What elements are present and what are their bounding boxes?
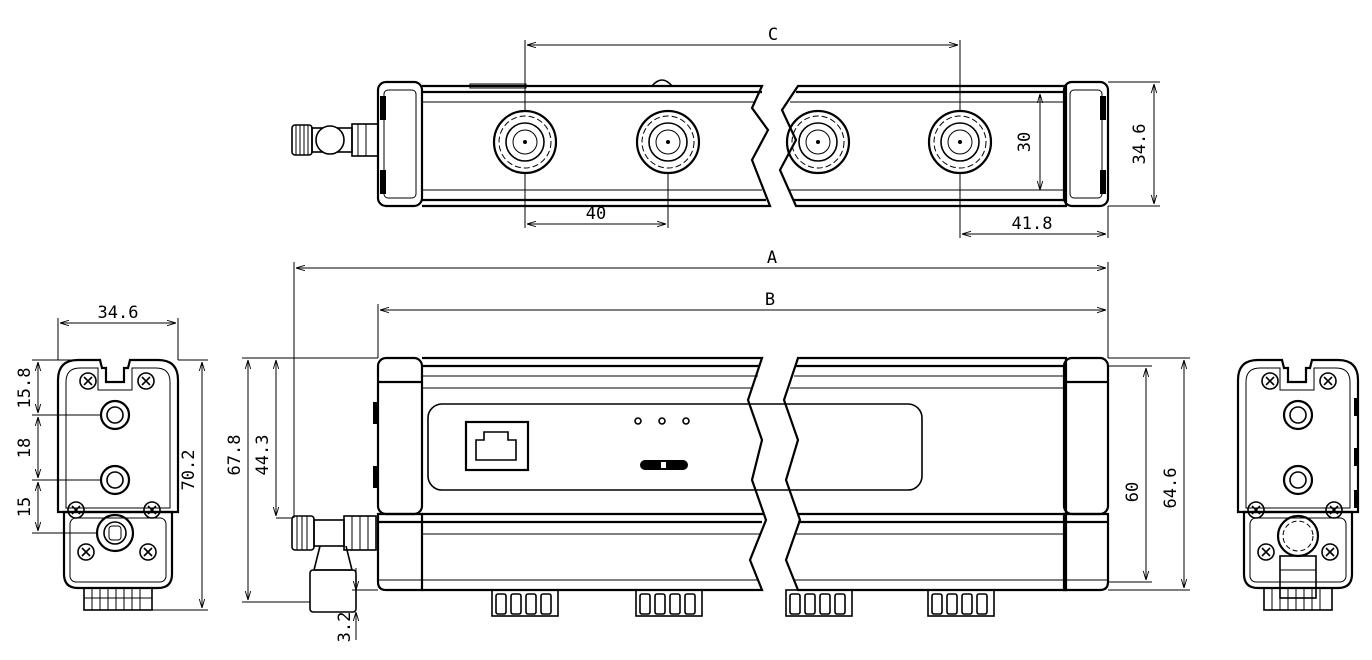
- screw: [1325, 501, 1343, 519]
- screw: [1321, 543, 1339, 561]
- dim-front-port: 44.3: [253, 360, 292, 519]
- dim-offset-label: 3.2: [335, 612, 355, 643]
- bottom-connector: [635, 589, 703, 617]
- dim-side-height: 70.2: [152, 359, 208, 611]
- dim-end-offset-label: 41.8: [1012, 214, 1053, 234]
- screw: [139, 543, 157, 561]
- connector-knob-2: [635, 109, 701, 175]
- screw: [1319, 372, 1337, 390]
- dim-front-port-label: 44.3: [253, 435, 273, 476]
- dim-side-height-label: 70.2: [179, 450, 199, 491]
- left-side-view: [56, 358, 180, 611]
- led: [682, 417, 690, 425]
- dim-front-total: 67.8: [225, 357, 378, 603]
- led: [658, 417, 666, 425]
- bottom-connector: [785, 589, 853, 617]
- connector-knob-1: [492, 109, 558, 175]
- dim-height-top-label: 30: [1015, 132, 1035, 152]
- front-view: [291, 356, 1110, 617]
- dim-height-top: 30: [1015, 94, 1040, 190]
- dim-b-label: B: [765, 290, 775, 310]
- dim-front-body-label: 60: [1123, 482, 1143, 502]
- dim-v3-label: 15: [15, 497, 35, 517]
- dim-v1-label: 15.8: [15, 368, 35, 409]
- dim-front-total-label: 67.8: [225, 435, 245, 476]
- dim-offset: 3.2: [335, 568, 378, 642]
- bottom-connector: [491, 589, 559, 617]
- bottom-connector: [927, 589, 995, 617]
- screw: [137, 372, 155, 390]
- dim-side-width-label: 34.6: [98, 303, 139, 323]
- dim-c: C: [524, 25, 961, 112]
- dim-v2-label: 18: [15, 438, 35, 458]
- connector-knob-3: [785, 109, 851, 175]
- screw: [1257, 543, 1275, 561]
- cable-connector-top: [291, 123, 379, 157]
- connector-knob-4: [927, 109, 993, 175]
- dim-c-label: C: [768, 25, 778, 45]
- screw: [1247, 501, 1265, 519]
- top-view: [291, 79, 1110, 208]
- screw: [1261, 372, 1279, 390]
- cable-connector-front: [291, 515, 377, 613]
- dim-pitch: 40: [524, 172, 669, 228]
- dim-width-top: 34.6: [1108, 81, 1160, 207]
- right-side-view: [1236, 358, 1360, 611]
- dim-front-height: 64.6: [1108, 357, 1190, 591]
- dim-b: B: [377, 290, 1109, 358]
- screw: [67, 501, 85, 519]
- screw: [77, 543, 95, 561]
- dim-end-offset: 41.8: [959, 172, 1109, 238]
- rj45-port: [464, 420, 530, 472]
- screw: [143, 501, 161, 519]
- display-panel: [427, 403, 923, 491]
- dim-pitch-label: 40: [586, 204, 606, 224]
- screw: [79, 372, 97, 390]
- dim-width-top-label: 34.6: [1130, 124, 1150, 165]
- dim-side-width: 34.6: [57, 303, 179, 360]
- dim-front-body: 60: [1108, 365, 1152, 583]
- dim-front-height-label: 64.6: [1161, 468, 1181, 509]
- dim-side-vertical: 15.8 18 15: [15, 359, 101, 534]
- led: [634, 417, 642, 425]
- dim-a-label: A: [767, 248, 777, 268]
